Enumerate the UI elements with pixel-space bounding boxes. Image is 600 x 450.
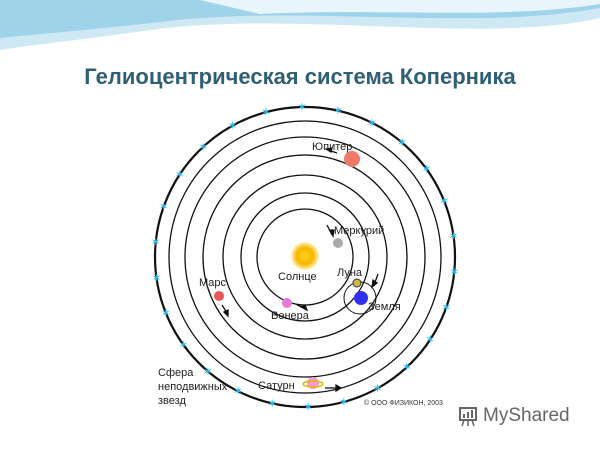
sphere-of-fixed-stars [153, 105, 457, 409]
label-moon: Луна [337, 267, 363, 279]
motion-arrows [221, 147, 379, 393]
planet-saturn [302, 377, 324, 389]
planet-mars [214, 291, 224, 301]
star-icon: ✶ [175, 167, 185, 181]
fixed-stars: ✶ ✶ ✶ ✶ ✶ ✶ ✶ ✶ ✶ ✶ ✶ ✶ ✶ ✶ ✶ ✶ ✶ ✶ ✶ ✶ ✶ ✶ ✶ ✶ ✶ ✶ [151, 100, 460, 414]
orbit-saturn [168, 120, 442, 394]
presentation-board-icon [459, 407, 477, 427]
star-icon: ✶ [151, 271, 161, 285]
star-icon: ✶ [397, 136, 407, 150]
star-icon: ✶ [261, 105, 271, 119]
label-sphere-line1: Сфера [158, 367, 194, 379]
myshared-logo[interactable]: MyShared [457, 405, 570, 427]
star-icon: ✶ [339, 395, 349, 409]
star-icon: ✶ [151, 235, 161, 249]
label-mercury: Меркурий [334, 225, 384, 237]
star-icon: ✶ [161, 306, 171, 320]
moon [352, 278, 362, 288]
star-icon: ✶ [441, 300, 451, 314]
copyright-text: © ООО ФИЗИКОН, 2003 [364, 400, 443, 407]
label-earth: Земля [368, 301, 401, 313]
star-icon: ✶ [303, 400, 313, 414]
star-icon: ✶ [422, 162, 432, 176]
label-jupiter: Юпитер [312, 141, 352, 153]
star-icon: ✶ [425, 333, 435, 347]
star-icon: ✶ [203, 364, 213, 378]
planet-earth [354, 291, 368, 305]
slide-title: Гелиоцентрическая система Коперника [84, 64, 516, 89]
sun [291, 242, 319, 270]
orbit-jupiter [184, 136, 426, 378]
label-saturn: Сатурн [258, 380, 295, 392]
star-icon: ✶ [448, 229, 458, 243]
orbit-venus [240, 192, 370, 322]
star-icon: ✶ [198, 140, 208, 154]
star-icon: ✶ [333, 104, 343, 118]
star-icon: ✶ [439, 194, 449, 208]
star-icon: ✶ [402, 360, 412, 374]
star-icon: ✶ [159, 200, 169, 214]
planet-venus [282, 298, 292, 308]
orbit-mars [202, 154, 408, 360]
brand-name: MyShared [483, 405, 570, 426]
star-icon: ✶ [449, 265, 459, 279]
label-venus: Венера [271, 310, 310, 322]
label-sphere-line3: звезд [158, 395, 186, 407]
star-icon: ✶ [233, 384, 243, 398]
label-sun: Солнце [278, 271, 317, 283]
star-icon: ✶ [372, 381, 382, 395]
star-icon: ✶ [367, 116, 377, 130]
label-sphere-line2: неподвижных [158, 381, 228, 393]
orbit-earth [222, 174, 388, 340]
star-icon: ✶ [178, 338, 188, 352]
planet-mercury [333, 238, 343, 248]
planet-jupiter [344, 151, 360, 167]
star-icon: ✶ [297, 100, 307, 114]
label-mars: Марс [199, 277, 227, 289]
star-icon: ✶ [267, 396, 277, 410]
star-icon: ✶ [228, 119, 238, 133]
header-wave-decoration [0, 0, 600, 50]
